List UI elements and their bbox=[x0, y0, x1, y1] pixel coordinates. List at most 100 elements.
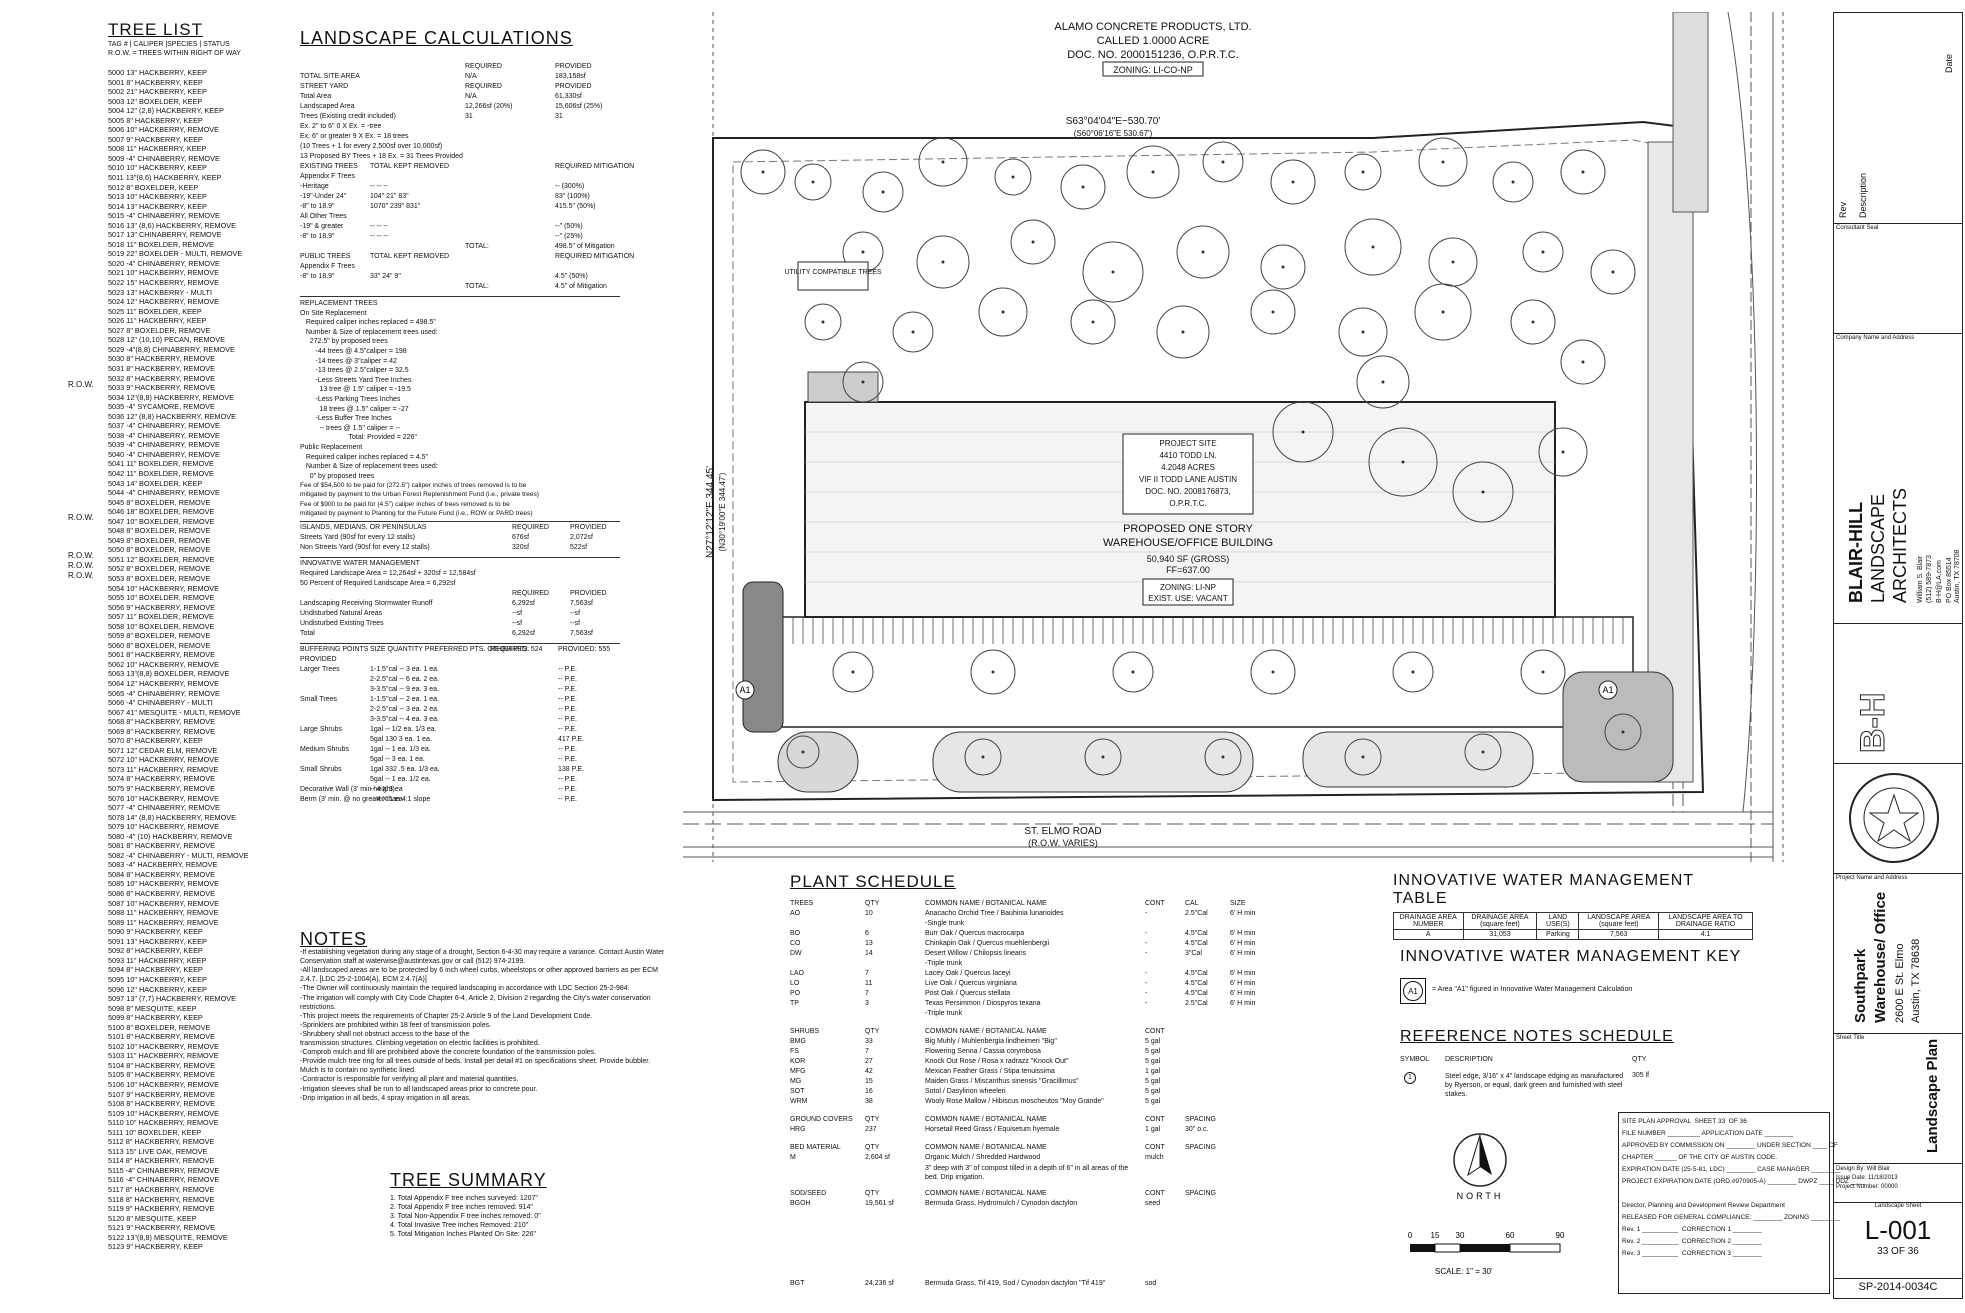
calc-cell: -- -- -- bbox=[370, 223, 388, 230]
calc-cell: REQUIRED: 524 bbox=[490, 646, 543, 654]
calc-cell: 522sf bbox=[570, 544, 588, 552]
tree-list-item: 5008 11" HACKBERRY, KEEP bbox=[108, 144, 207, 154]
north-label: NORTH bbox=[1457, 1191, 1504, 1201]
calc-cell: 1-1.5"cal -- 2 ea. 1 ea. bbox=[370, 696, 440, 704]
tree-canopy bbox=[1176, 225, 1230, 279]
tree-list-item: 5003 12" BOXELDER, KEEP bbox=[108, 96, 203, 106]
tree-canopy bbox=[1452, 461, 1514, 523]
calc-cell: 320sf bbox=[512, 544, 530, 552]
tree-list-item: 5049 8" BOXELDER, REMOVE bbox=[108, 535, 211, 545]
tree-list-item: 5072 10" HACKBERRY, REMOVE bbox=[108, 755, 220, 765]
tree-canopy bbox=[1202, 141, 1244, 183]
sheet-number: L-001 bbox=[1864, 1215, 1932, 1245]
plant-header-cell: COMMON NAME / BOTANICAL NAME bbox=[925, 1116, 1047, 1123]
calc-cell: 31 bbox=[555, 113, 563, 120]
calc-cell: -8" to 18.9" bbox=[300, 273, 335, 280]
alamo-line-3: DOC. NO. 2000151236, O.P.R.T.C. bbox=[1067, 49, 1239, 61]
plant-row-cell: 6' H min bbox=[1230, 910, 1256, 917]
plant-header-cell: TREES bbox=[790, 900, 814, 907]
tree-list-item: 5000 13" HACKBERRY, KEEP bbox=[108, 68, 207, 77]
plant-row-cell: SOT bbox=[790, 1088, 805, 1095]
bed-note: 3" deep with 3" of compost tilled in a d… bbox=[925, 1165, 1129, 1181]
calc-cell: REQUIRED bbox=[512, 524, 549, 532]
tree-list-item: 5025 11" BOXELDER, KEEP bbox=[108, 306, 202, 316]
tree-canopy bbox=[1070, 299, 1116, 345]
company-label: Company Name and Address bbox=[1836, 335, 1915, 341]
plant-row-cell: LO bbox=[790, 980, 800, 987]
calc-cell: --" (25%) bbox=[555, 233, 583, 240]
plant-row-cell: 7 bbox=[865, 990, 869, 997]
tree-trunk bbox=[1221, 160, 1225, 164]
plant-header-cell: CONT bbox=[1145, 1116, 1165, 1123]
tree-summary-line: 3. Total Non-Appendix F tree inches remo… bbox=[390, 1213, 541, 1220]
tree-canopy bbox=[1084, 738, 1122, 776]
tree-list-item: 5107 9" HACKBERRY, REMOVE bbox=[108, 1089, 215, 1099]
tree-trunk bbox=[1281, 265, 1285, 269]
tree-canopy bbox=[1082, 241, 1144, 303]
tree-trunk bbox=[1181, 330, 1185, 334]
project-name-1: Southpark bbox=[1852, 948, 1869, 1023]
tree-list-header-row: R.O.W. = TREES WITHIN RIGHT OF WAY bbox=[108, 50, 241, 57]
calc-cell: 4.5" of Mitigation bbox=[555, 283, 607, 290]
calc-cell: --sf bbox=[512, 610, 523, 618]
calc-cell: STREET YARD bbox=[300, 83, 349, 90]
row-label: R.O.W. bbox=[68, 551, 94, 561]
plant-row-cell: 237 bbox=[865, 1126, 877, 1133]
sod-gap bbox=[790, 1210, 1310, 1280]
plant-row-cell: HRG bbox=[790, 1126, 806, 1133]
tree-trunk bbox=[1481, 490, 1485, 494]
calc-line: 3-3.5"cal -- 4 ea. 3 ea.-- P.E. bbox=[300, 716, 620, 726]
plant-row-cell: 24,236 sf bbox=[865, 1280, 894, 1287]
calc-cell: 5gal 130 3 ea. 1 ea. bbox=[370, 736, 432, 744]
tree-trunk bbox=[1481, 750, 1485, 754]
tree-list-item: 5090 9" HACKBERRY, KEEP bbox=[108, 927, 203, 937]
tree-list-item: 5101 8" HACKBERRY, REMOVE bbox=[108, 1032, 215, 1042]
tree-canopy bbox=[862, 171, 904, 213]
plant-row-cell: TP bbox=[790, 1000, 799, 1007]
calc-line: TOTAL:498.5" of Mitigation bbox=[300, 243, 620, 253]
plant-header-cell: CAL bbox=[1185, 900, 1199, 907]
calc-line: Undisturbed Natural Areas--sf--sf bbox=[300, 610, 620, 620]
company-block: Company Name and Address BLAIR-HILL LAND… bbox=[1834, 333, 1962, 624]
tree-list-item: 5040 -4" CHINABERRY, REMOVE bbox=[108, 449, 220, 459]
plant-row-cell: 13 bbox=[865, 940, 873, 947]
plant-row-cell: M bbox=[790, 1154, 796, 1161]
tree-list-item: 5087 10" HACKBERRY, REMOVE bbox=[108, 898, 220, 908]
calc-line: 50 Percent of Required Landscape Area = … bbox=[300, 580, 620, 590]
plant-row-cell: 7 bbox=[865, 1048, 869, 1055]
tree-list-item: 5093 11" HACKBERRY, KEEP bbox=[108, 955, 207, 965]
calc-replacement-line: -Less Buffer Tree Inches bbox=[300, 415, 392, 423]
tree-canopy bbox=[1060, 164, 1106, 210]
note-line: -The Owner will continuously maintain th… bbox=[300, 985, 630, 993]
plant-row-cell: - bbox=[1145, 990, 1148, 997]
tree-trunk bbox=[801, 750, 805, 754]
plant-row-cell: 14 bbox=[865, 950, 873, 957]
calc-cell: Undisturbed Natural Areas bbox=[300, 610, 383, 618]
tree-list-item: 5069 8" HACKBERRY, REMOVE bbox=[108, 726, 215, 736]
plant-row-cell: Big Muhly / Muhlenbergia lindheimeri "Bi… bbox=[925, 1038, 1057, 1045]
tree-list-item: 5120 8" MESQUITE, KEEP bbox=[108, 1213, 197, 1223]
plant-row-cell: CO bbox=[790, 940, 801, 947]
tree-trunk bbox=[941, 160, 945, 164]
tree-list-item: 5027 8" BOXELDER, REMOVE bbox=[108, 325, 211, 335]
firm-name-3: ARCHITECTS bbox=[1890, 487, 1910, 603]
tree-canopy bbox=[1522, 231, 1564, 273]
calc-cell: Medium Shrubs bbox=[300, 746, 350, 754]
ref-header-desc: DESCRIPTION bbox=[1445, 1056, 1493, 1063]
plant-header-cell: COMMON NAME / BOTANICAL NAME bbox=[925, 1190, 1047, 1197]
firm-name-1: BLAIR-HILL bbox=[1846, 502, 1866, 603]
tree-list-item: 5019 22" BOXELDER - MULTI, REMOVE bbox=[108, 249, 243, 259]
plant-row-cell: 6' H min bbox=[1230, 930, 1256, 937]
calc-cell: Trees (Existing credit included) bbox=[300, 113, 396, 120]
tree-trunk bbox=[1361, 330, 1365, 334]
sheet-title-label: Sheet Title bbox=[1836, 1035, 1865, 1041]
tree-list: TREE LIST TAG # | CALIPER |SPECIES | STA… bbox=[108, 20, 308, 1252]
project-site-1: PROJECT SITE bbox=[1159, 439, 1216, 448]
ref-header-qty: QTY bbox=[1632, 1056, 1647, 1063]
tree-list-item: 5005 8" HACKBERRY, KEEP bbox=[108, 115, 203, 125]
